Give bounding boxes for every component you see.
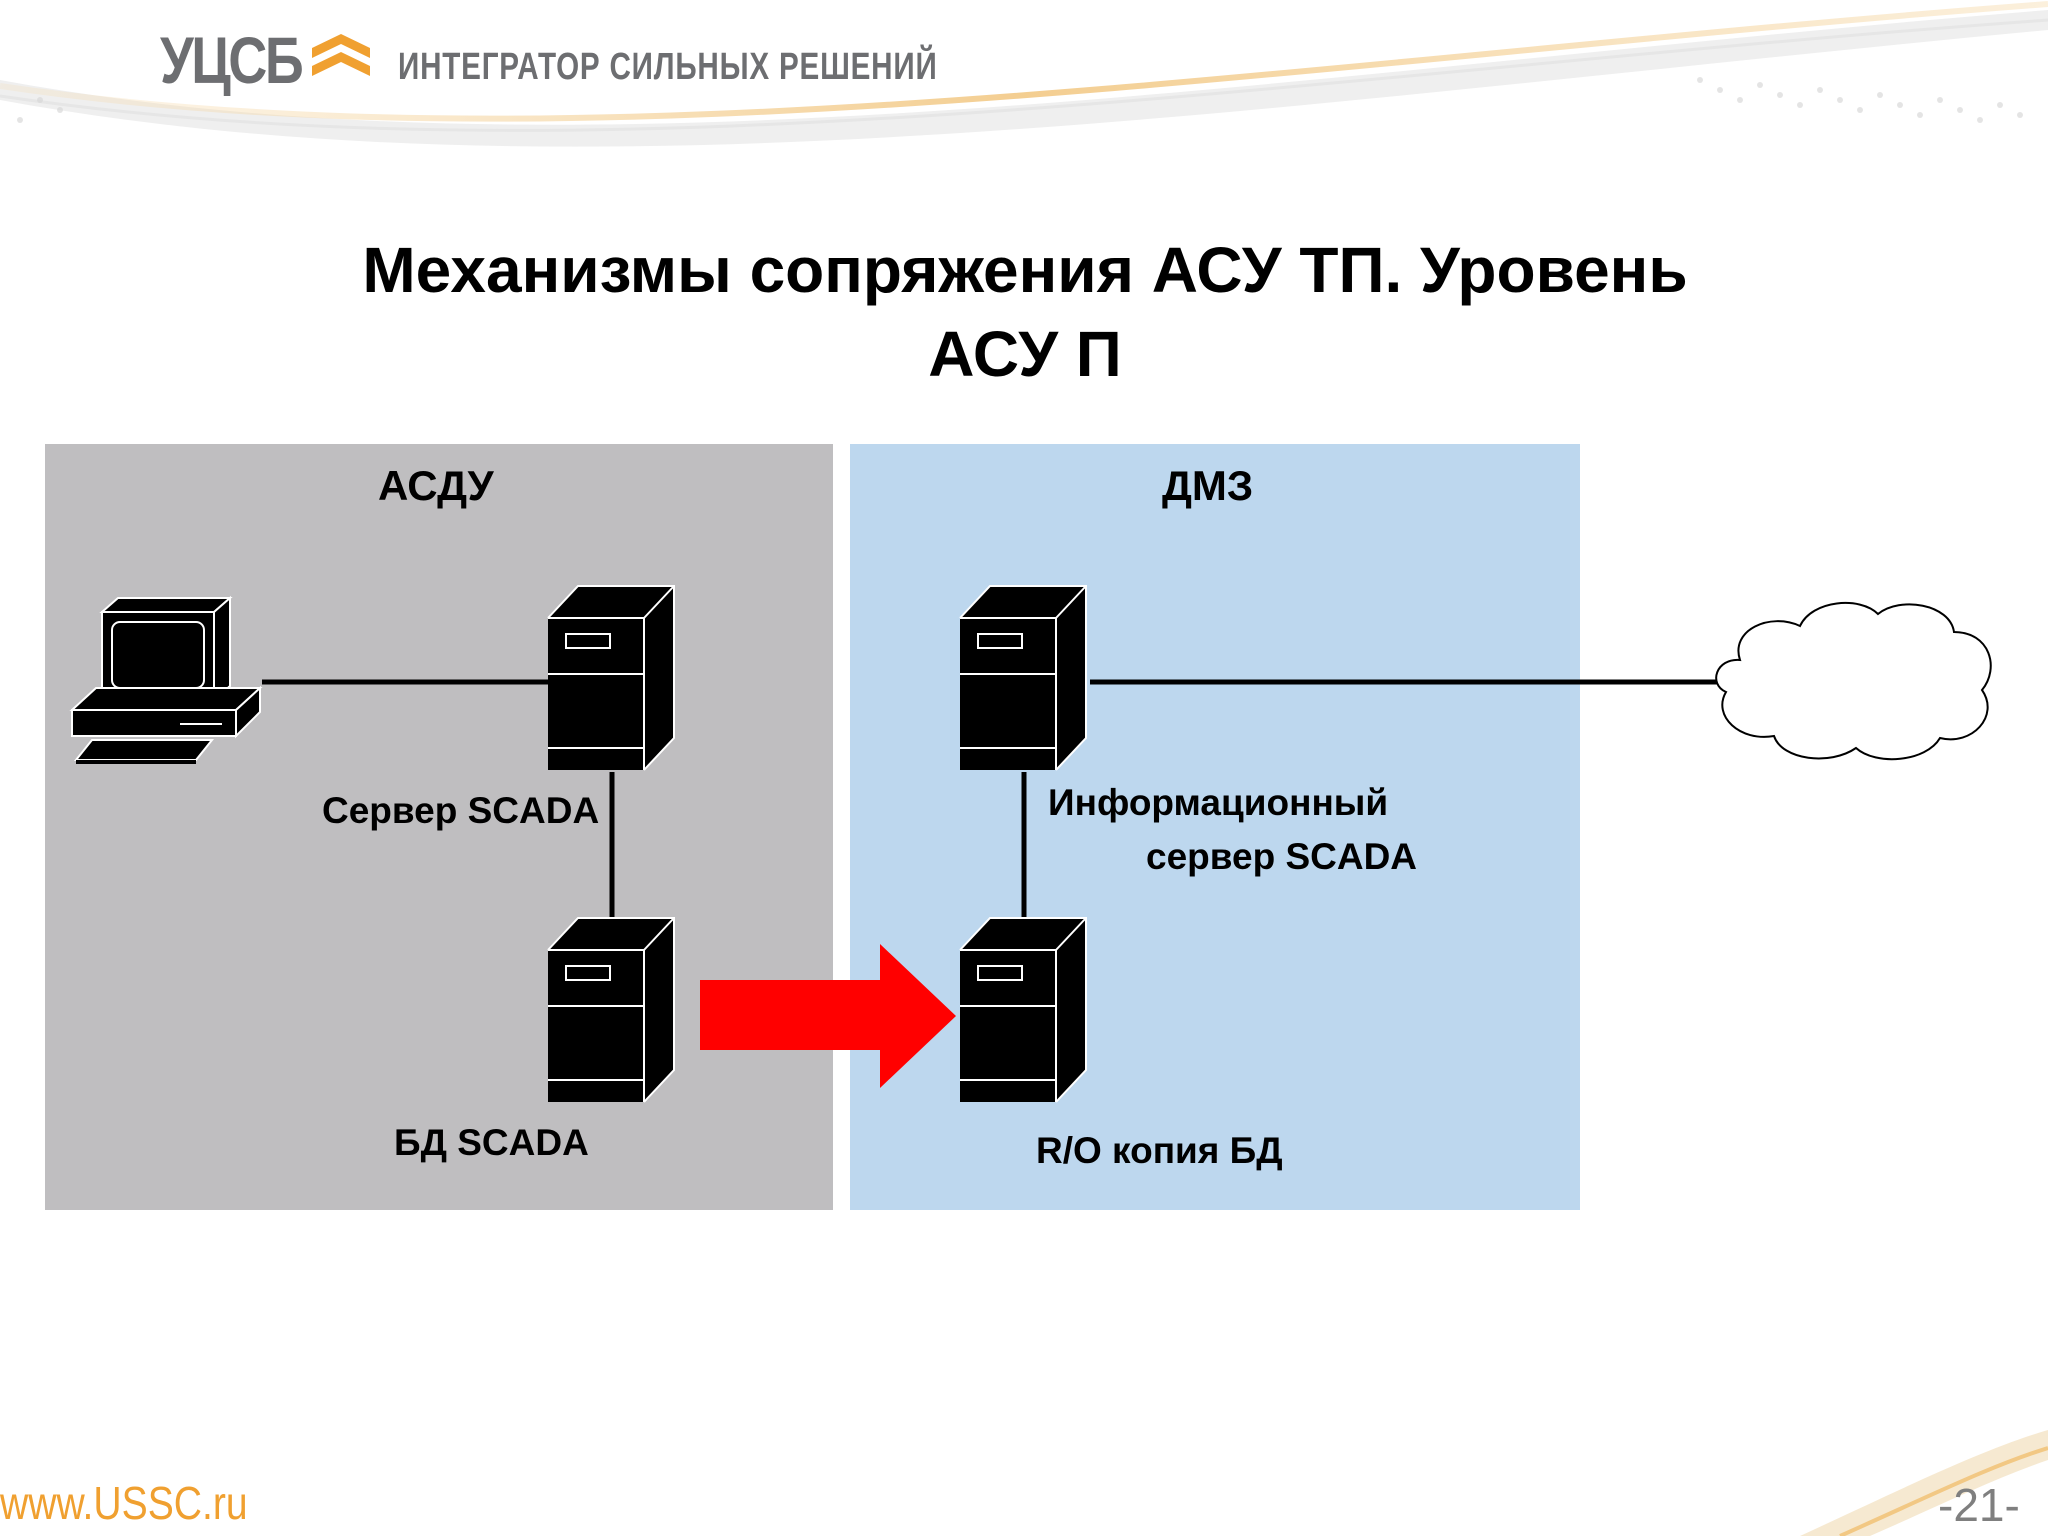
scada-server-icon	[547, 585, 675, 771]
slide-title: Механизмы сопряжения АСУ ТП. Уровень АСУ…	[160, 228, 1890, 396]
zone-label-asdu: АСДУ	[378, 462, 494, 509]
label-scada-server: Сервер SCADA	[322, 790, 600, 831]
footer-swoosh	[1800, 1430, 2048, 1536]
label-info-server-line-1: Информационный	[1048, 782, 1389, 823]
slide-title-line-1: Механизмы сопряжения АСУ ТП. Уровень	[362, 234, 1688, 306]
slide-title-line-2: АСУ П	[928, 318, 1122, 390]
logo-text: УЦСБ	[160, 23, 304, 97]
workstation-icon	[69, 595, 263, 764]
scada-db-icon	[547, 917, 675, 1103]
label-info-server-line-2: сервер SCADA	[1146, 836, 1418, 877]
label-scada-db: БД SCADA	[394, 1122, 589, 1163]
ro-copy-server-icon	[959, 917, 1087, 1103]
zone-label-dmz: ДМЗ	[1162, 462, 1254, 509]
footer-website-link[interactable]: www.USSC.ru	[0, 1477, 248, 1529]
zone-asdu	[45, 444, 833, 1210]
cloud-icon	[1715, 602, 1992, 761]
tagline: ИНТЕГРАТОР СИЛЬНЫХ РЕШЕНИЙ	[398, 46, 938, 88]
info-server-icon	[959, 585, 1087, 771]
replication-arrow	[700, 944, 956, 1088]
logo-chevron-icon	[312, 34, 370, 76]
header-swoosh	[0, 1, 2048, 147]
label-ro-copy: R/O копия БД	[1036, 1130, 1283, 1171]
page-number: -21-	[1938, 1479, 2020, 1531]
